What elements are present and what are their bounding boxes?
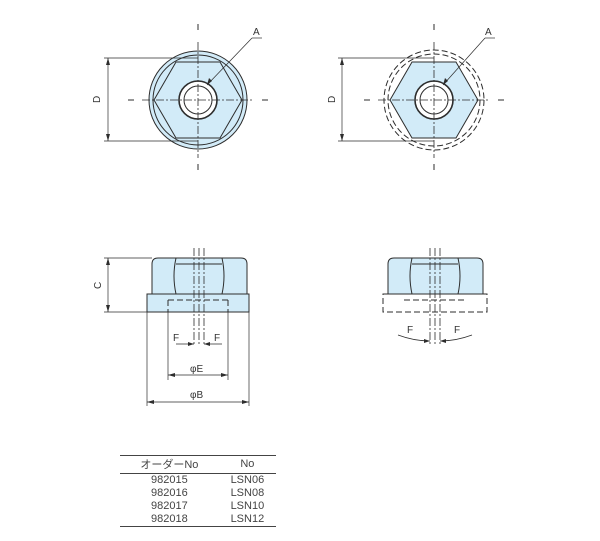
label-a-right: A (485, 27, 492, 38)
label-f-right-1: F (407, 325, 413, 336)
label-d-right: D (327, 96, 338, 103)
side-view-right: F F (382, 248, 488, 346)
label-f-left-1: F (173, 333, 179, 344)
order-no-cell: 982016 (151, 487, 188, 499)
no-cell: LSN10 (230, 500, 265, 512)
table-row: 982017 LSN10 (120, 500, 276, 513)
label-phi-e: φE (190, 364, 203, 375)
label-a-left: A (253, 27, 260, 38)
label-f-left-2: F (214, 333, 220, 344)
label-c: C (93, 282, 104, 289)
label-f-right-2: F (454, 325, 460, 336)
column-header-order-no: オーダーNo (120, 455, 219, 474)
order-no-cell: 982018 (120, 513, 219, 527)
table-row: 982016 LSN08 (120, 487, 276, 500)
no-cell: LSN08 (230, 487, 265, 499)
side-view-left: C F F φE φB (93, 248, 250, 406)
label-phi-b: φB (190, 390, 203, 401)
label-d-left: D (92, 96, 103, 103)
column-header-no: No (218, 455, 276, 474)
table-row: 982015 LSN06 (120, 474, 276, 488)
order-no-cell: 982017 (151, 500, 188, 512)
order-no-cell: 982015 (151, 474, 188, 486)
plan-view-right: A D (327, 24, 504, 170)
table-header-row: オーダーNo No (120, 455, 276, 474)
no-cell: LSN06 (230, 474, 265, 486)
order-table: オーダーNo No 982015 LSN06 982016 LSN08 9820… (120, 455, 276, 527)
table-row: 982018 LSN12 (120, 513, 276, 527)
no-cell: LSN12 (218, 513, 276, 527)
plan-view-left: A D (92, 24, 268, 170)
